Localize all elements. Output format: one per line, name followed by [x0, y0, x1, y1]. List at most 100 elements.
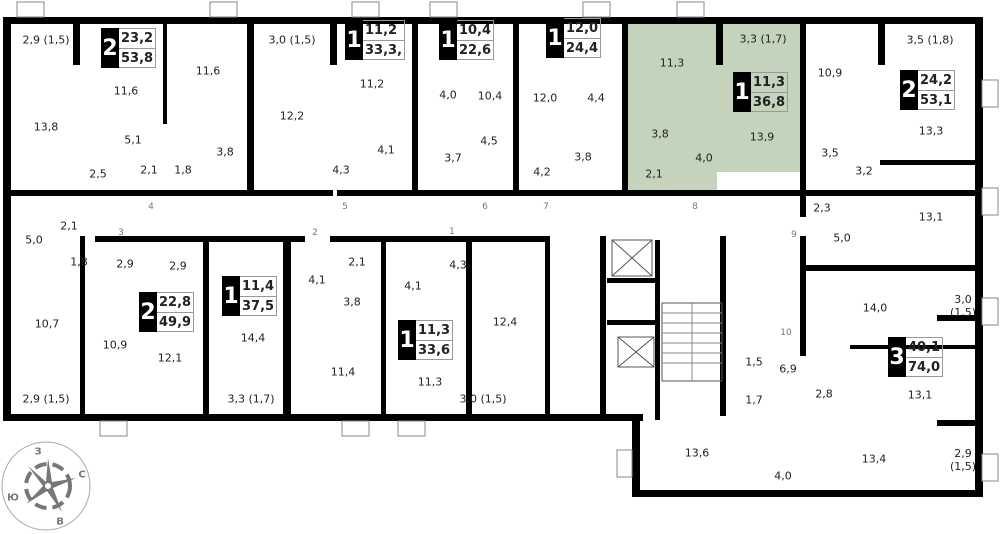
room-count: 1: [398, 320, 416, 360]
room-area-label: 11,3: [417, 375, 443, 389]
room-area-label: 4,4: [587, 91, 605, 105]
entrance-door-number: 10: [780, 328, 792, 338]
total-area: 33,6: [418, 343, 451, 358]
room-area-label: 12,4: [492, 315, 518, 329]
room-area-label: 2,9: [169, 259, 187, 273]
room-area-label: 10,4: [477, 89, 503, 103]
room-area-label: 4,3: [449, 258, 467, 272]
room-area-label: 3,5: [821, 146, 839, 160]
compass-north-label: С: [78, 469, 86, 481]
room-area-label: 13,8: [33, 120, 59, 134]
room-area-label: 4,2: [533, 165, 551, 179]
total-area: 53,1: [920, 93, 953, 108]
room-area-label: 2,9 (1,5): [22, 33, 70, 47]
room-area-label: 4,0: [774, 469, 792, 483]
room-area-label: 12,2: [279, 109, 305, 123]
room-area-label: 4,1: [404, 279, 422, 293]
total-area: 49,9: [159, 315, 192, 330]
living-area: 12,0: [564, 19, 601, 39]
room-area-label: 2,1: [348, 255, 366, 269]
compass-west-label: З: [34, 446, 42, 458]
room-area-label: 13,9: [749, 130, 775, 144]
living-area: 11,2: [363, 21, 405, 41]
room-count: 2: [101, 28, 119, 68]
entrance-door-number: 6: [482, 202, 488, 212]
room-area-label: 11,6: [195, 64, 221, 78]
room-area-label: 3,3 (1,7): [739, 32, 787, 46]
room-area-label: 6,9: [779, 362, 797, 376]
room-area-label: 4,0: [439, 88, 457, 102]
compass-rose-icon: [1, 441, 91, 531]
room-area-label: 11,6: [113, 84, 139, 98]
room-area-label: 4,3: [332, 163, 350, 177]
room-area-label: 13,4: [861, 452, 887, 466]
room-area-label: 4,5: [480, 134, 498, 148]
highlighted-apartment-area[interactable]: [627, 22, 717, 195]
room-area-label: 3,0 (1,5): [268, 33, 316, 47]
total-area: 74,0: [908, 360, 941, 375]
entrance-door-number: 9: [791, 230, 797, 240]
room-area-label: 3,0 (1,5): [949, 293, 977, 319]
room-area-label: 3,2: [855, 164, 873, 178]
room-area-label: 1,5: [745, 355, 763, 369]
room-area-label: 5,0: [25, 233, 43, 247]
living-area: 11,4: [240, 277, 277, 297]
room-area-label: 10,7: [34, 317, 60, 331]
room-area-label: 13,6: [684, 446, 710, 460]
compass: З С Ю В: [0, 440, 92, 532]
total-area: 36,8: [753, 95, 786, 110]
apartment-areas: 12,0 24,4: [564, 18, 602, 58]
room-area-label: 11,2: [359, 77, 385, 91]
total-area: 24,4: [566, 41, 599, 56]
room-area-label: 2,9 (1,5): [949, 447, 977, 473]
room-area-label: 3,7: [444, 151, 462, 165]
room-area-label: 1,7: [745, 393, 763, 407]
room-count: 1: [222, 276, 240, 316]
entrance-door-number: 8: [692, 202, 698, 212]
total-area: 53,8: [121, 51, 154, 66]
room-count: 1: [733, 72, 751, 112]
room-count: 2: [139, 292, 157, 332]
room-area-label: 14,4: [240, 331, 266, 345]
room-area-label: 2,1: [645, 167, 663, 181]
room-area-label: 1,8: [70, 255, 88, 269]
room-area-label: 4,1: [308, 273, 326, 287]
total-area: 37,5: [242, 299, 275, 314]
room-area-label: 5,1: [124, 133, 142, 147]
room-count: 1: [546, 18, 564, 58]
compass-south-label: Ю: [7, 492, 19, 504]
room-area-label: 13,1: [918, 210, 944, 224]
total-area: 22,6: [459, 43, 492, 58]
living-area: 11,3: [416, 321, 453, 341]
room-area-label: 10,9: [102, 338, 128, 352]
room-area-label: 2,1: [60, 219, 78, 233]
room-area-label: 2,9: [116, 257, 134, 271]
room-area-label: 3,8: [651, 127, 669, 141]
room-count: 2: [900, 70, 918, 110]
apartment-areas: 10,4 22,6: [457, 20, 495, 60]
entrance-door-number: 2: [312, 228, 318, 238]
room-count: 1: [345, 20, 363, 60]
room-area-label: 12,1: [157, 351, 183, 365]
room-area-label: 2,3: [813, 201, 831, 215]
room-area-label: 3,5 (1,8): [906, 33, 954, 47]
highlighted-apartment-area[interactable]: [716, 22, 800, 172]
room-area-label: 2,9 (1,5): [22, 392, 70, 406]
living-area: 10,4: [457, 21, 494, 41]
room-count: 1: [439, 20, 457, 60]
